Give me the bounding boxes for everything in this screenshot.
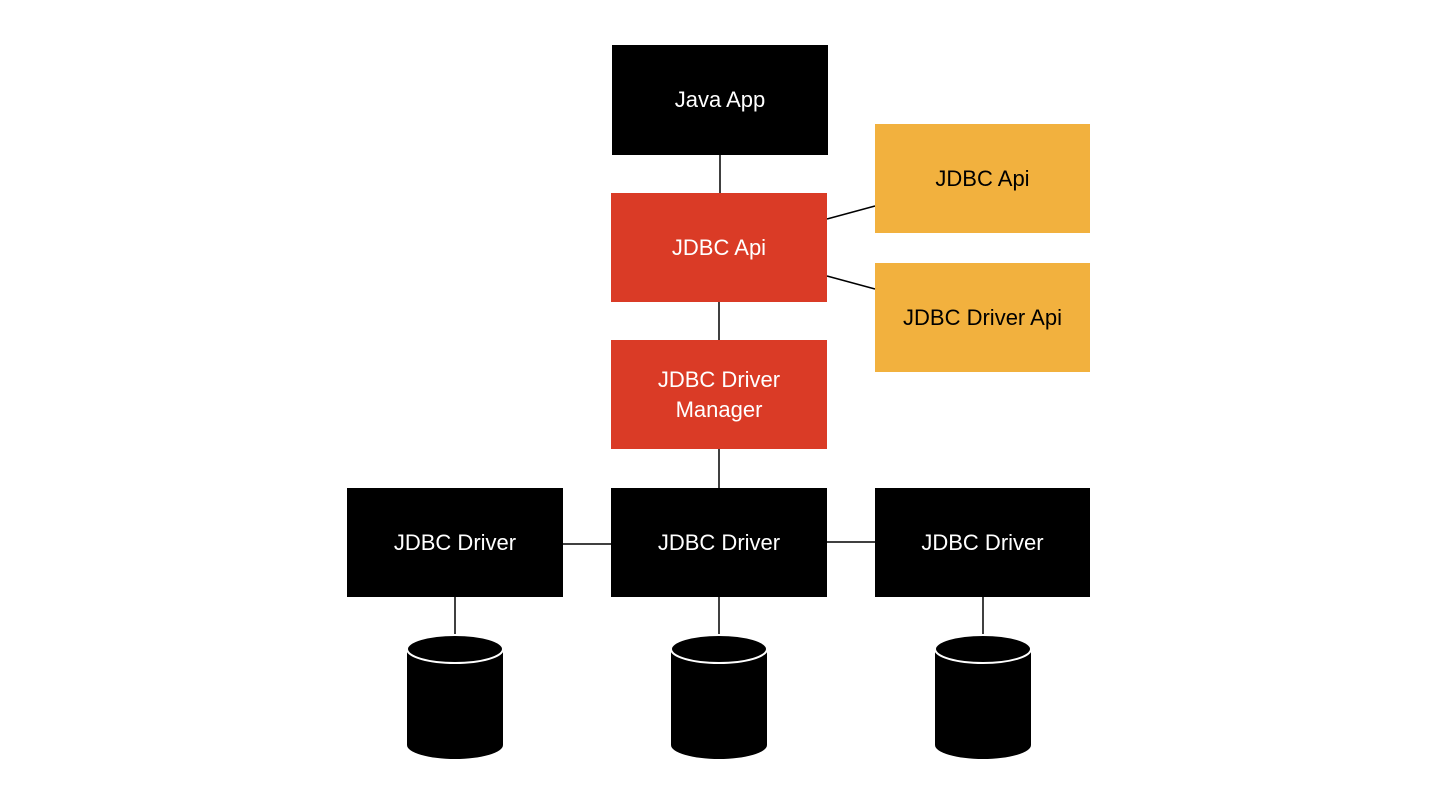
jdbc-driver-api-label: JDBC Driver Api [903, 304, 1062, 330]
java-app-label: Java App [674, 87, 766, 112]
connector-jdbc-api-to-driver-api [826, 275, 876, 290]
jdbc-driver-api-node: JDBC Driver Api [875, 263, 1090, 372]
jdbc-api-label: JDBC Api [671, 234, 767, 260]
jdbc-driver-center-node: JDBC Driver [611, 488, 827, 597]
connector-jdbc-api-to-side-api [826, 205, 876, 220]
database-icon [406, 634, 504, 759]
jdbc-api-side-node: JDBC Api [875, 124, 1090, 233]
driver-manager-label-line2: Manager [675, 396, 763, 422]
jdbc-driver-left-node: JDBC Driver [347, 488, 563, 597]
database-icon [670, 634, 768, 759]
jdbc-api-side-label: JDBC Api [935, 165, 1030, 191]
jdbc-driver-left-label: JDBC Driver [393, 529, 517, 555]
jdbc-driver-center-label: JDBC Driver [657, 529, 781, 555]
driver-manager-label-line1: JDBC Driver [657, 366, 781, 392]
database-icon [934, 634, 1032, 759]
jdbc-driver-right-label: JDBC Driver [921, 529, 1044, 555]
jdbc-driver-manager-node: JDBC Driver Manager [611, 340, 827, 449]
jdbc-api-node: JDBC Api [611, 193, 827, 302]
jdbc-driver-right-node: JDBC Driver [875, 488, 1090, 597]
java-app-node: Java App [612, 45, 828, 155]
